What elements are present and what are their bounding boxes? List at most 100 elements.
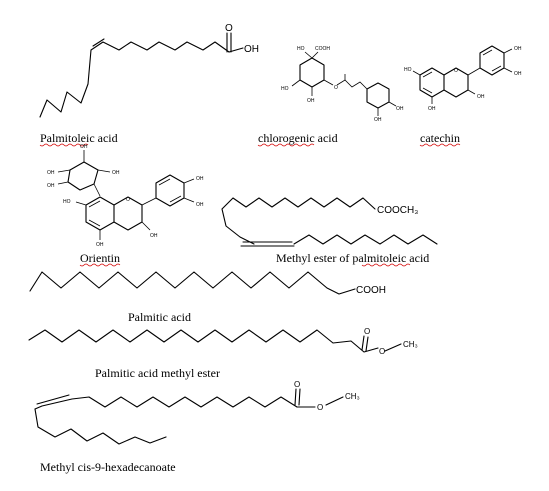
- spellcheck-underline-methyl-palmitoleate: [361, 263, 411, 267]
- orientin-bond: [75, 201, 87, 206]
- orientin-b-ring: [155, 174, 185, 207]
- orientin-label-5: O: [126, 197, 130, 203]
- chlorogenic-label-3: OH: [307, 98, 315, 104]
- methyl-palmitoleate-structure: COOCH₃ Methyl ester of palmitoleic acid: [221, 197, 438, 267]
- orientin-label-2: OH: [47, 183, 55, 189]
- methyl-cis9-chain-lower: [34, 408, 167, 445]
- palmitoleic-cis-double-bond: [92, 38, 105, 47]
- catechin-c-ring: [443, 67, 469, 98]
- palmitic-methyl-label-1: O: [379, 347, 385, 356]
- palmitic-caption: Palmitic acid: [128, 310, 191, 324]
- catechin-a-ring-inner: [422, 87, 433, 94]
- chlorogenic-caption: chlorogenic acid: [258, 131, 338, 145]
- palmitic-methyl-carbonyl-1: [361, 335, 365, 351]
- catechin-b-ring-inner: [491, 65, 502, 72]
- orientin-bond: [97, 169, 111, 173]
- catechin-label-0: HO: [404, 67, 412, 73]
- palmitoleic-acid-structure: O OH Palmitoleic acid: [39, 23, 259, 147]
- catechin-bond: [412, 70, 421, 76]
- palmitic-acid-structure: COOH Palmitic acid: [29, 271, 386, 324]
- methyl-cis9-chain-upper: [34, 396, 298, 410]
- chlorogenic-cyclohexane-ring: [299, 57, 325, 88]
- chlorogenic-acid-structure: HO COOH HO OH O OH OH chlorogenic acid: [257, 46, 404, 147]
- chlorogenic-bond: [311, 51, 319, 59]
- chlorogenic-bond: [388, 101, 397, 107]
- methyl-cis9-caption: Methyl cis-9-hexadecanoate: [40, 460, 176, 474]
- orientin-b-ring-inner: [158, 178, 171, 186]
- catechin-bond: [467, 89, 476, 95]
- catechin-bond: [503, 48, 513, 54]
- catechin-bond: [467, 67, 481, 76]
- palmitic-methyl-chain: [28, 329, 379, 353]
- chlorogenic-bond: [304, 51, 313, 59]
- orientin-label-3: OH: [112, 170, 120, 176]
- catechin-label-3: OH: [428, 106, 436, 112]
- methyl-cis9-methoxy-bond: [325, 396, 344, 406]
- methyl-palmitoleate-label-0: COOCH₃: [377, 205, 418, 216]
- palmitic-methyl-methoxy-bond: [384, 343, 402, 352]
- palmitoleic-label-0: O: [225, 23, 233, 34]
- palmitoleic-hydroxyl-bond: [228, 47, 244, 53]
- catechin-label-2: OH: [477, 94, 485, 100]
- palmitic-methyl-ester-structure: O O CH₃ Palmitic acid methyl ester: [28, 327, 418, 380]
- chlorogenic-label-5: OH: [396, 106, 404, 112]
- catechin-label-4: OH: [514, 46, 522, 52]
- catechin-bond: [503, 67, 513, 73]
- spellcheck-underline-catechin: [419, 143, 461, 147]
- orientin-a-ring: [85, 196, 115, 231]
- orientin-label-1: OH: [47, 170, 55, 176]
- orientin-bond: [183, 197, 195, 203]
- chlorogenic-bond: [323, 79, 334, 86]
- orientin-bond: [93, 183, 101, 197]
- orientin-a-ring-inner: [88, 200, 101, 208]
- orientin-bond: [57, 169, 71, 173]
- palmitic-methyl-caption: Palmitic acid methyl ester: [95, 366, 220, 380]
- chlorogenic-ester-linker: [336, 79, 368, 90]
- orientin-bond: [183, 178, 195, 184]
- orientin-caption: Orientin: [80, 251, 120, 265]
- chlorogenic-label-4: O: [334, 85, 338, 91]
- palmitic-chain: [29, 271, 356, 295]
- orientin-structure: OH OH OH OH HO O OH OH OH OH Orientin: [47, 144, 204, 267]
- chlorogenic-bond: [291, 79, 301, 87]
- spellcheck-underline-chlorogenic: [257, 143, 315, 147]
- orientin-bond: [141, 221, 151, 231]
- orientin-a-ring-inner: [88, 219, 101, 227]
- methyl-cis9-carbonyl-2: [298, 388, 301, 406]
- methyl-cis9-label-0: O: [294, 380, 300, 389]
- methyl-palmitoleate-caption: Methyl ester of palmitoleic acid: [276, 251, 429, 265]
- orientin-label-0: OH: [80, 144, 88, 150]
- catechin-b-ring-inner: [482, 49, 493, 56]
- spellcheck-underline-palmitoleic: [39, 143, 89, 147]
- orientin-label-8b: OH: [196, 202, 204, 208]
- methyl-palmitoleate-chain-upper: [221, 197, 376, 245]
- palmitoleic-chain: [39, 41, 230, 118]
- chlorogenic-label-2: HO: [281, 86, 289, 92]
- methyl-cis9-carbonyl-1: [294, 388, 297, 406]
- catechin-structure: HO O OH OH OH OH catechin: [404, 45, 522, 147]
- catechin-label-5: OH: [514, 71, 522, 77]
- palmitic-methyl-label-0: O: [364, 327, 370, 336]
- orientin-b-ring-inner: [169, 195, 182, 203]
- palmitic-label-0: COOH: [356, 285, 386, 296]
- methyl-palmitoleate-chain-lower: [293, 234, 438, 245]
- orientin-label-6: OH: [150, 233, 158, 239]
- methyl-cis9-label-1: O: [317, 403, 323, 412]
- methyl-cis9-double-bond: [36, 394, 70, 405]
- catechin-caption: catechin: [420, 131, 460, 145]
- chlorogenic-label-0: HO: [297, 46, 305, 52]
- catechin-a-ring-inner: [422, 71, 433, 78]
- chlorogenic-label-6: OH: [374, 117, 382, 123]
- palmitoleic-caption: Palmitoleic acid: [40, 131, 118, 145]
- palmitic-methyl-label-2: CH₃: [403, 340, 418, 349]
- methyl-cis9-label-2: CH₃: [345, 392, 360, 401]
- chlorogenic-aromatic-ring: [366, 82, 390, 109]
- chlorogenic-label-1: COOH: [315, 46, 330, 52]
- orientin-glycoside-ring: [67, 161, 99, 191]
- orientin-label-8: OH: [196, 176, 204, 182]
- orientin-c-ring: [113, 196, 143, 231]
- palmitic-methyl-carbonyl-2: [365, 336, 369, 352]
- methyl-cis9-structure: O O CH₃ Methyl cis-9-hexadecanoate: [34, 380, 360, 474]
- catechin-label-1: O: [454, 68, 458, 74]
